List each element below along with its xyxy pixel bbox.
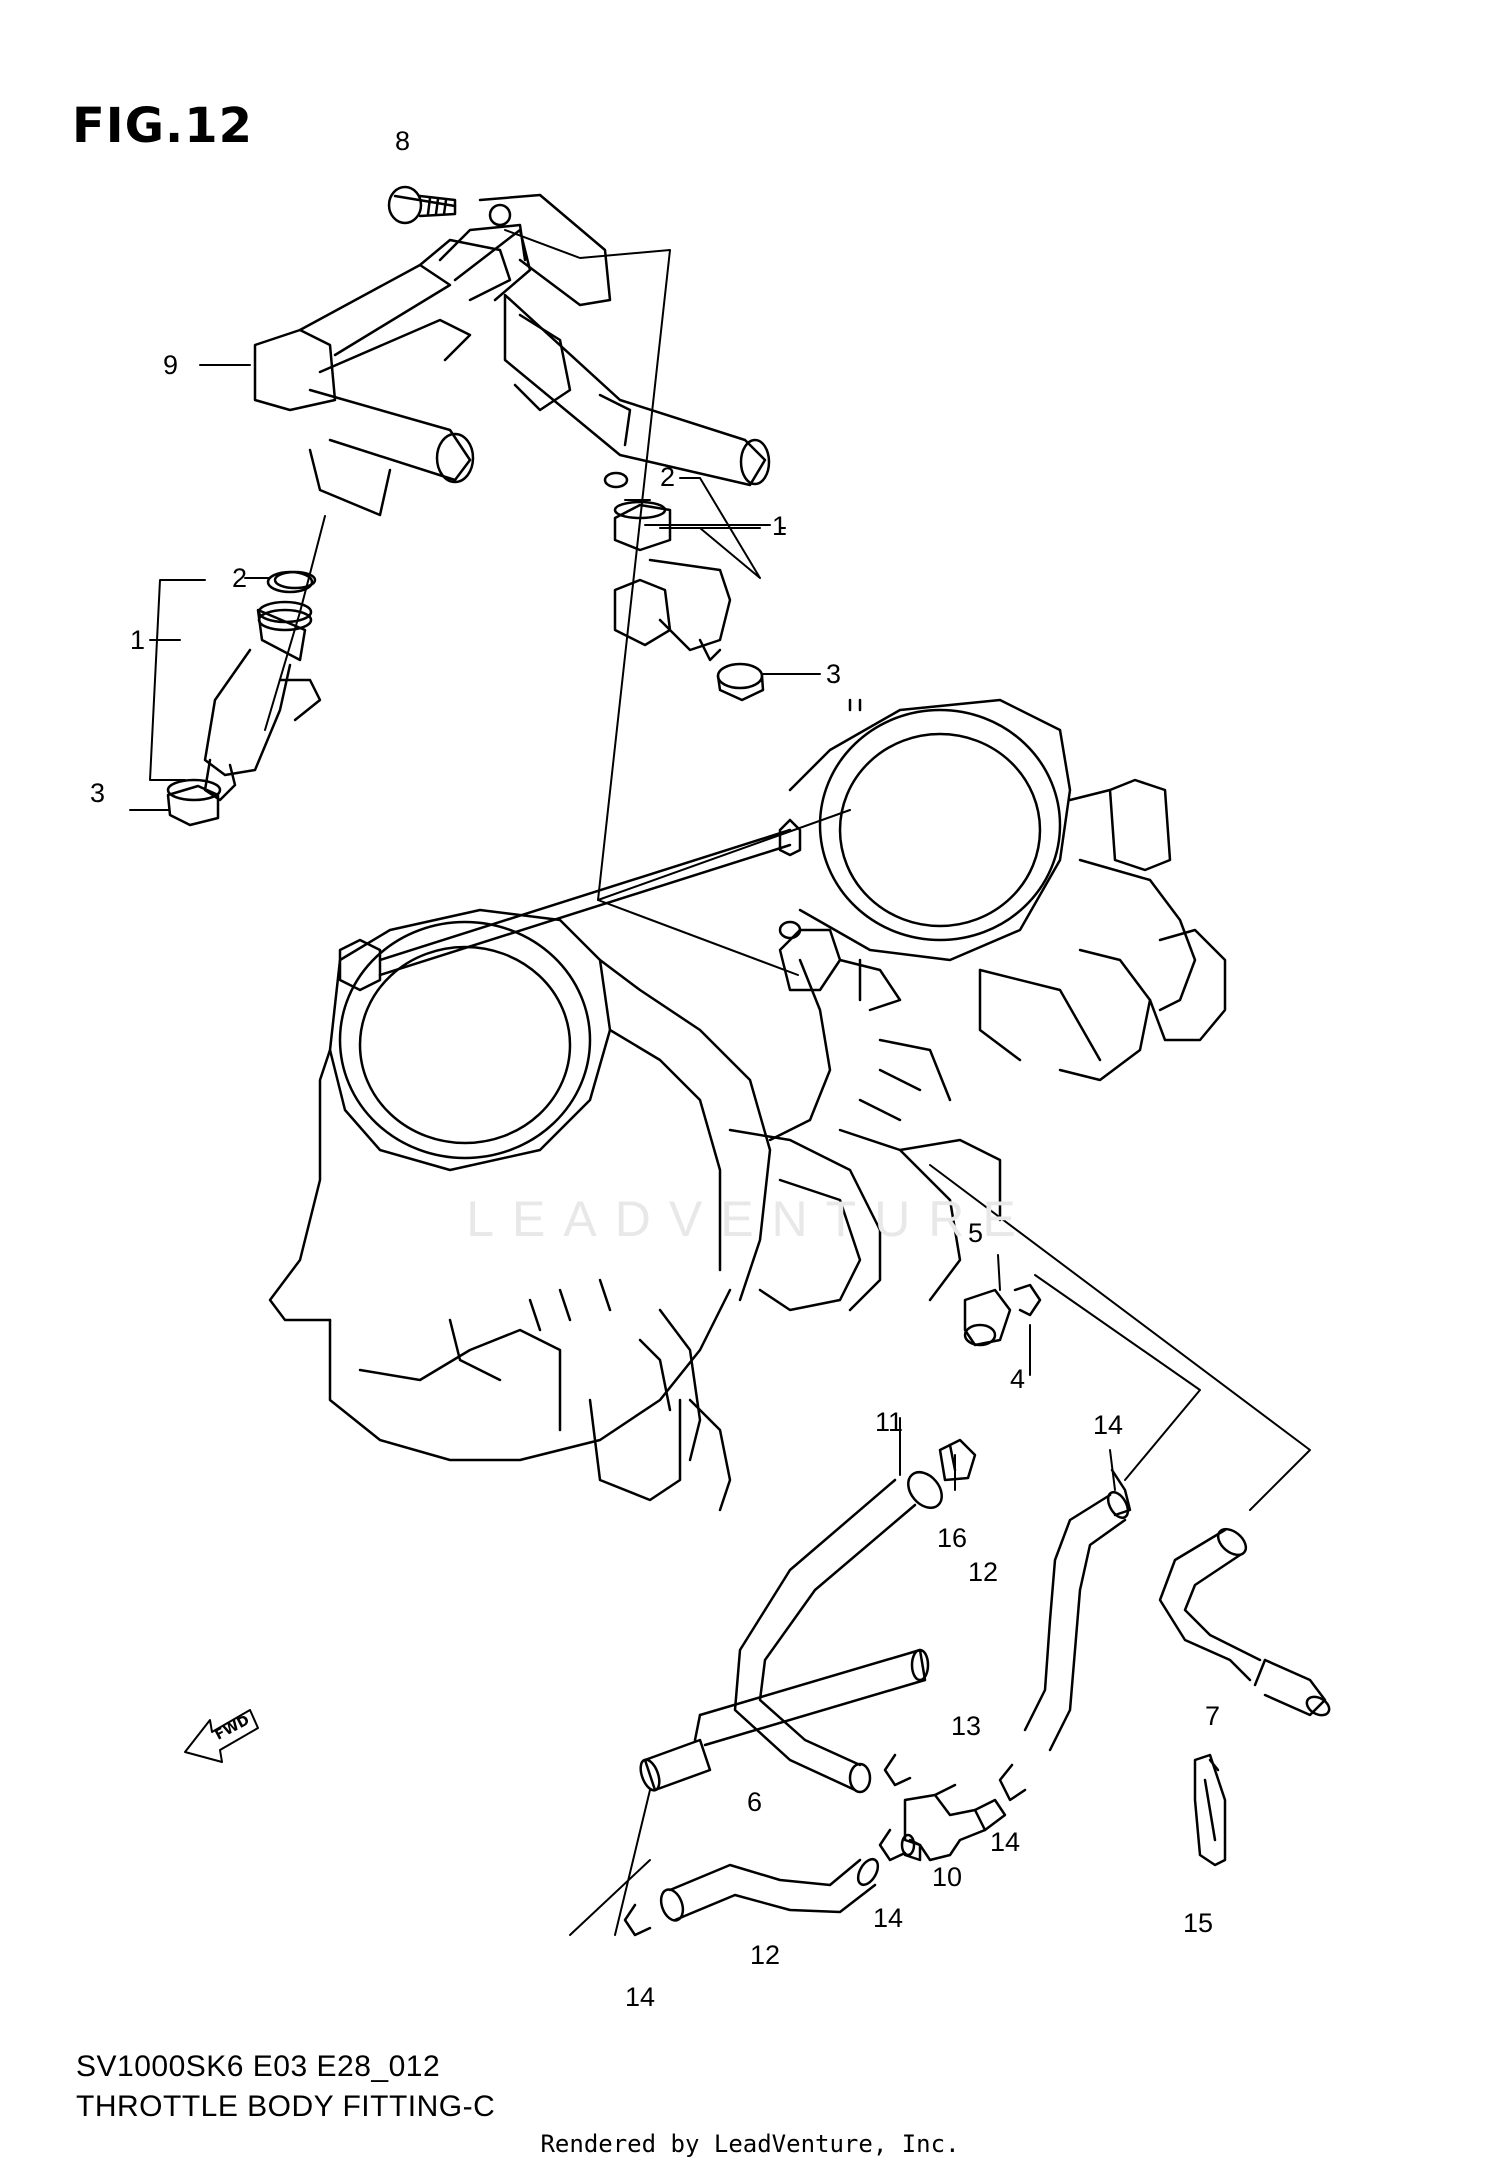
clip-14-lower — [623, 1903, 652, 1937]
callout-2: 2 — [660, 462, 676, 492]
pipe-6 — [639, 1648, 930, 1792]
sensor-cap-5 — [963, 1288, 1012, 1347]
figure-title: FIG.12 — [72, 98, 254, 154]
footer-credit: Rendered by LeadVenture, Inc. — [540, 2130, 960, 2158]
injector-right — [603, 471, 765, 702]
holder-15 — [1193, 1753, 1227, 1867]
callout-12: 12 — [968, 1557, 999, 1587]
clip-14-upper — [1110, 1468, 1132, 1517]
callout-15: 15 — [1183, 1908, 1214, 1938]
callout-13: 13 — [951, 1711, 982, 1741]
callout-14: 14 — [873, 1903, 904, 1933]
callout-8: 8 — [395, 126, 411, 156]
caption-model-code: SV1000SK6 E03 E28_012 — [76, 2050, 441, 2083]
fitting-10 — [900, 1783, 1007, 1862]
callout-5: 5 — [968, 1218, 984, 1248]
callout-2: 2 — [232, 563, 248, 593]
bolt-8 — [387, 185, 457, 225]
hose-7 — [1158, 1527, 1331, 1717]
callout-14: 14 — [990, 1827, 1021, 1857]
callout-14: 14 — [625, 1982, 656, 2012]
fwd-arrow-icon — [184, 1709, 259, 1763]
leader-lines — [129, 229, 1311, 1936]
callout-10: 10 — [932, 1862, 963, 1892]
callout-12: 12 — [750, 1940, 781, 1970]
callout-3: 3 — [826, 659, 842, 689]
callout-9: 9 — [163, 350, 179, 380]
callout-6: 6 — [747, 1787, 763, 1817]
clip-4 — [1013, 1283, 1042, 1317]
callout-4: 4 — [1010, 1364, 1026, 1394]
clip-14-mid — [878, 1763, 1027, 1862]
callout-1: 1 — [130, 625, 146, 655]
callout-1: 1 — [772, 511, 788, 541]
hose-12-upper — [1023, 1490, 1130, 1752]
callout-14: 14 — [1093, 1410, 1124, 1440]
seals-left — [257, 570, 317, 632]
hose-12-lower — [659, 1857, 880, 1922]
callout-16: 16 — [937, 1523, 968, 1553]
callout-7: 7 — [1205, 1701, 1221, 1731]
hose-11 — [733, 1470, 943, 1794]
caption-title: THROTTLE BODY FITTING-C — [76, 2090, 496, 2123]
fuel-delivery-pipe — [253, 193, 771, 517]
watermark: LEADVENTURE — [466, 1191, 1034, 1247]
throttle-body — [268, 698, 1227, 1512]
injector-left — [166, 570, 322, 827]
clamp-16 — [938, 1438, 977, 1482]
callout-11: 11 — [875, 1407, 904, 1437]
callout-3: 3 — [90, 778, 106, 808]
clip-13 — [883, 1753, 912, 1787]
